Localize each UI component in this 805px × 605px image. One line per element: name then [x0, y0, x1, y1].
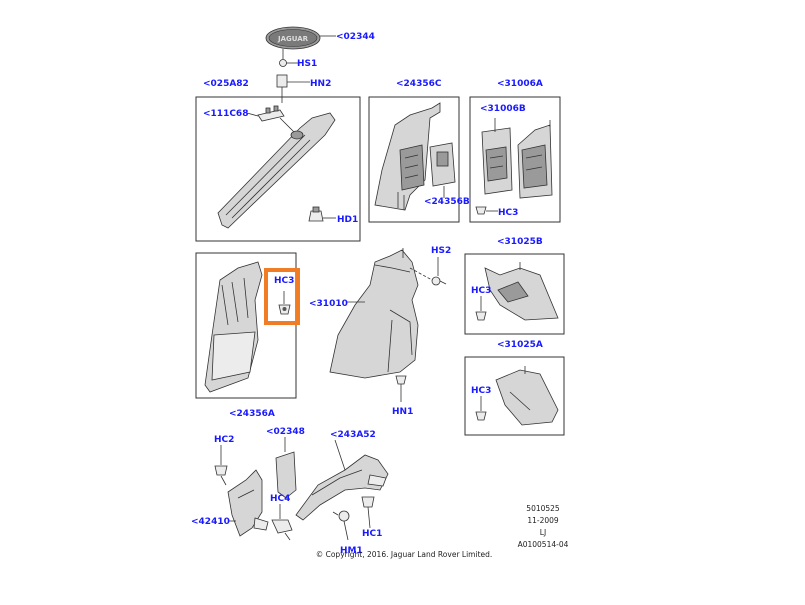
label-24356A[interactable]: <24356A [229, 409, 275, 419]
label-31006B[interactable]: <31006B [480, 104, 526, 114]
selected-callout-box[interactable] [264, 268, 300, 325]
label-hc4[interactable]: HC4 [270, 494, 290, 504]
hc3-clip-top [475, 206, 498, 215]
frame-025A82 [195, 96, 361, 242]
label-02344[interactable]: <02344 [336, 32, 375, 42]
frame-31025B [464, 253, 565, 335]
label-hc3-c[interactable]: HC3 [471, 386, 491, 396]
label-31025A[interactable]: <31025A [497, 340, 543, 350]
hc3-clip-selected [278, 291, 291, 315]
label-hd1[interactable]: HD1 [337, 215, 358, 225]
label-31010[interactable]: <31010 [309, 299, 348, 309]
label-025A82[interactable]: <025A82 [203, 79, 249, 89]
hn2-nut [276, 74, 310, 103]
hc2-clip [214, 445, 228, 486]
label-243A52[interactable]: <243A52 [330, 430, 376, 440]
hc3-clip-b [475, 296, 487, 321]
trim-31006A [517, 120, 553, 199]
label-31006A[interactable]: <31006A [497, 79, 543, 89]
pillar-trim-24356C [374, 102, 441, 211]
label-hc3-top[interactable]: HC3 [498, 208, 518, 218]
hm1-clip [332, 510, 350, 541]
label-hc1[interactable]: HC1 [362, 529, 382, 539]
frame-31006A [469, 96, 561, 223]
pillar-trim-025A82 [217, 105, 336, 229]
label-hn1[interactable]: HN1 [392, 407, 413, 417]
hn1-nut [395, 375, 407, 402]
label-111C68[interactable]: <111C68 [203, 109, 248, 119]
trim-42410 [227, 469, 269, 537]
hc3-clip-c [475, 396, 487, 421]
hs1-screw [279, 49, 298, 67]
quarter-trim-31010 [329, 248, 433, 379]
label-hc3-selected[interactable]: HC3 [274, 276, 294, 286]
pillar-trim-24356A [204, 261, 263, 393]
frame-31025A [464, 356, 565, 436]
diagram-author: LJ [540, 528, 546, 537]
copyright-notice: © Copyright, 2016. Jaguar Land Rover Lim… [316, 550, 493, 559]
badge-text: JAGUAR [277, 35, 309, 43]
label-24356C[interactable]: <24356C [396, 79, 442, 89]
trim-02348 [275, 437, 297, 499]
label-31025B[interactable]: <31025B [497, 237, 543, 247]
trim-31025B [484, 262, 559, 321]
label-02348[interactable]: <02348 [266, 427, 305, 437]
label-42410[interactable]: <42410 [191, 517, 230, 527]
hd1-clip [308, 206, 336, 222]
label-hn2[interactable]: HN2 [310, 79, 331, 89]
switch-24356B [429, 142, 456, 198]
diagram-date: 11-2009 [527, 516, 559, 525]
badge-part: JAGUAR [265, 26, 321, 50]
diagram-code: 5010525 [526, 504, 560, 513]
label-hm1[interactable]: HM1 [340, 546, 363, 556]
frame-24356C [368, 96, 460, 223]
label-hs1[interactable]: HS1 [297, 59, 317, 69]
label-hc3-b[interactable]: HC3 [471, 286, 491, 296]
trim-31006B [481, 118, 513, 195]
diagram-ref: A0100514-04 [518, 540, 569, 549]
hc4-clip [271, 504, 293, 541]
trim-243A52 [295, 439, 389, 521]
hs2-screw [431, 257, 447, 286]
trim-31025A [495, 366, 559, 426]
frame-24356A [195, 252, 297, 399]
label-hc2[interactable]: HC2 [214, 435, 234, 445]
label-hs2[interactable]: HS2 [431, 246, 451, 256]
label-24356B[interactable]: <24356B [424, 197, 470, 207]
hc1-clip [361, 496, 375, 529]
